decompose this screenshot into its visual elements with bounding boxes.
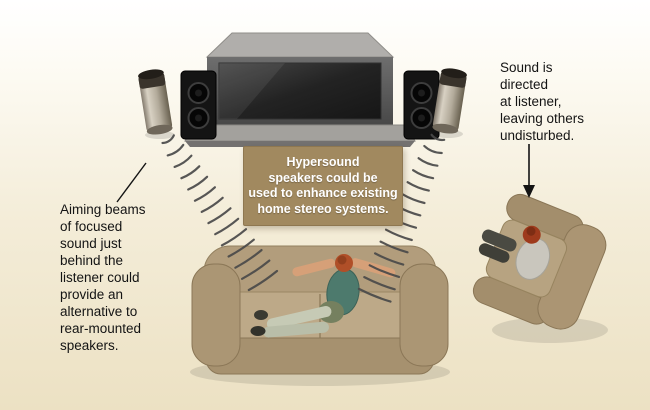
couch: [190, 245, 450, 386]
listener-on-couch: [250, 254, 396, 338]
tv-screen: [218, 62, 382, 120]
right-annotation: Sound is directed at listener, leaving o…: [500, 60, 585, 143]
person-in-armchair: [478, 225, 551, 280]
tv-top: [205, 32, 395, 58]
armchair-shadow: [492, 317, 608, 343]
sound-beam-left: [161, 134, 279, 292]
leader-line: [116, 162, 147, 203]
hypersound-speaker-left: [138, 69, 175, 139]
tv-entertainment-center: [184, 32, 416, 147]
tv-screen-glare: [219, 63, 285, 119]
speaker-tower-left: [180, 70, 217, 140]
tv-base: [184, 124, 416, 142]
down-arrow-icon: [523, 144, 535, 198]
left-annotation: Aiming beams of focused sound just behin…: [60, 202, 146, 353]
tv-base-edge: [185, 141, 415, 147]
armchair: [472, 193, 608, 343]
hypersound-speaker-right: [432, 68, 467, 138]
caption-box: Hypersound speakers could be used to enh…: [243, 146, 403, 226]
